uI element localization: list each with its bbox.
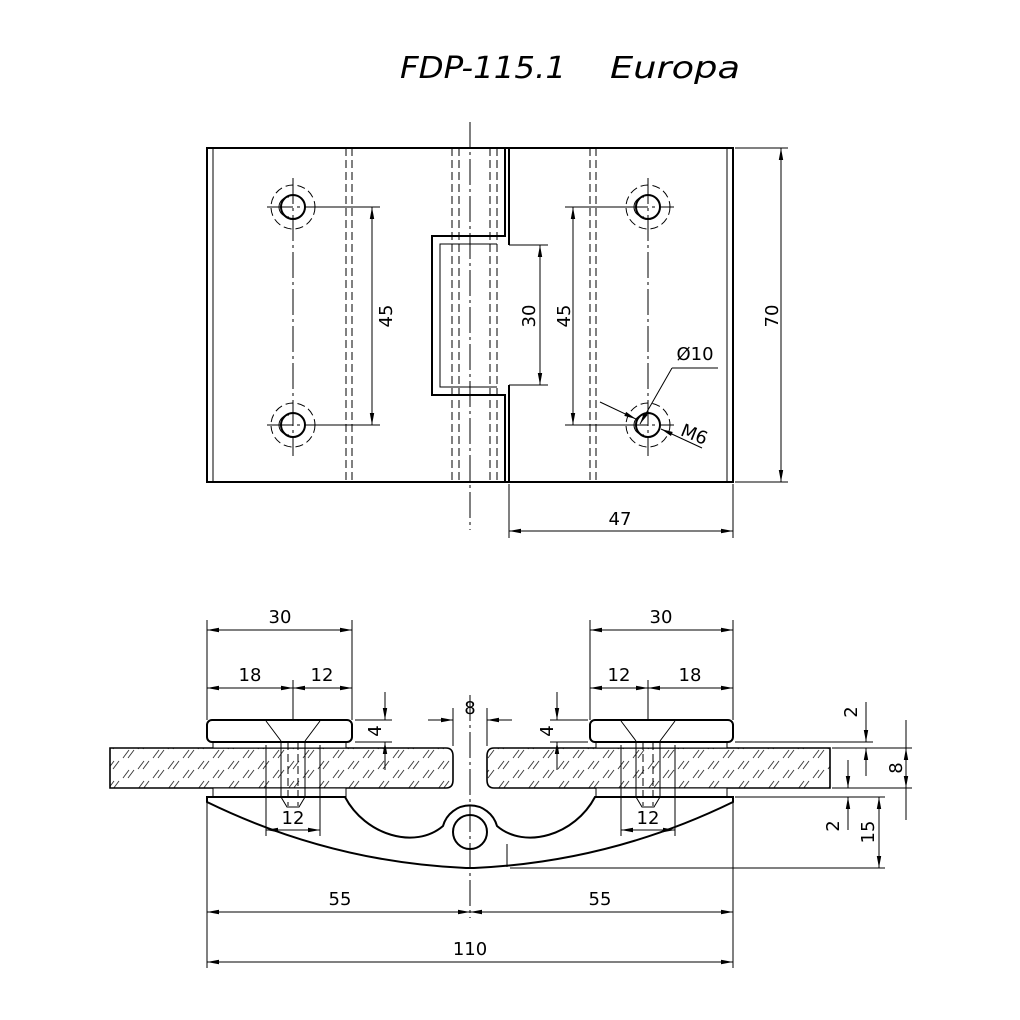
dimension-45-left: 45 bbox=[312, 206, 397, 426]
dimension-8-gap: 8 bbox=[428, 698, 512, 746]
diameter-label: Ø10 bbox=[676, 344, 713, 365]
dimension-label: 8 bbox=[464, 698, 475, 719]
thread-label: M6 bbox=[678, 420, 711, 450]
dimension-label: 2 bbox=[841, 706, 862, 717]
screw-left bbox=[265, 720, 321, 808]
dimension-label: 110 bbox=[453, 939, 487, 960]
screw-hole bbox=[622, 184, 674, 230]
dimension-label: 70 bbox=[762, 305, 783, 328]
dimension-2-gasket-bottom: 2 bbox=[823, 760, 851, 832]
dimension-15-height: 15 bbox=[858, 797, 882, 868]
dimension-47-width: 47 bbox=[508, 484, 734, 538]
dimension-label: 12 bbox=[637, 808, 660, 829]
thread-callout: M6 bbox=[599, 401, 711, 450]
dimension-label: 4 bbox=[537, 725, 558, 736]
top-view: 45 30 45 70 47 bbox=[206, 122, 788, 538]
left-plate-notch-inner bbox=[439, 243, 497, 388]
gasket-bottom-right bbox=[595, 787, 728, 798]
dimension-45-right: 45 bbox=[554, 206, 630, 426]
dimension-30-right: 30 bbox=[589, 607, 734, 720]
dimension-label: 45 bbox=[376, 305, 397, 328]
dimension-label: 45 bbox=[554, 305, 575, 328]
hole-diameter-callout: Ø10 bbox=[639, 344, 718, 425]
model-number: FDP-115.1 bbox=[400, 51, 566, 86]
dimension-12-18-right: 12 18 bbox=[590, 665, 733, 720]
gasket-bottom-left bbox=[212, 787, 347, 798]
section-view: 30 18 12 30 12 18 8 bbox=[109, 607, 912, 968]
dimension-label: 47 bbox=[609, 509, 632, 530]
clamp-plate-right bbox=[589, 719, 734, 743]
dimension-70-height: 70 bbox=[735, 147, 788, 483]
dimension-label: 15 bbox=[858, 821, 879, 844]
dimension-label: 2 bbox=[823, 820, 844, 831]
dimension-label: 12 bbox=[311, 665, 334, 686]
right-extension-lines bbox=[510, 741, 912, 869]
dimension-18-12-left: 18 12 bbox=[207, 665, 352, 720]
screw-right bbox=[620, 720, 676, 808]
dimension-30-notch: 30 bbox=[509, 244, 548, 386]
dimension-2-gasket-top: 2 bbox=[841, 702, 869, 776]
dimension-4-left: 4 bbox=[355, 692, 392, 770]
dimension-label: 18 bbox=[239, 665, 262, 686]
dimension-12-screw-left: 12 bbox=[265, 745, 321, 836]
dimension-label: 18 bbox=[679, 665, 702, 686]
dimension-30-left: 30 bbox=[206, 607, 353, 720]
dimension-label: 12 bbox=[282, 808, 305, 829]
model-name: Europa bbox=[610, 51, 740, 86]
dimension-label: 55 bbox=[329, 889, 352, 910]
dimension-label: 55 bbox=[589, 889, 612, 910]
dimension-label: 4 bbox=[365, 725, 386, 736]
title: FDP-115.1 Europa bbox=[400, 51, 740, 86]
dimension-55-110: 55 55 110 bbox=[206, 800, 734, 968]
glass-panel-right bbox=[486, 747, 831, 789]
dimension-label: 8 bbox=[886, 762, 907, 773]
dimension-8-glass: 8 bbox=[886, 720, 909, 820]
dimension-12-screw-right: 12 bbox=[620, 745, 676, 836]
hidden-lines bbox=[345, 148, 597, 482]
hinge-body bbox=[206, 796, 734, 869]
dimension-4-right: 4 bbox=[537, 692, 588, 770]
left-plate-notch bbox=[431, 148, 506, 482]
dimension-label: 30 bbox=[650, 607, 673, 628]
clamp-plate-left bbox=[206, 719, 353, 743]
hinge-outline bbox=[206, 147, 734, 483]
dimension-label: 30 bbox=[519, 305, 540, 328]
dimension-label: 12 bbox=[608, 665, 631, 686]
dimension-label: 30 bbox=[269, 607, 292, 628]
